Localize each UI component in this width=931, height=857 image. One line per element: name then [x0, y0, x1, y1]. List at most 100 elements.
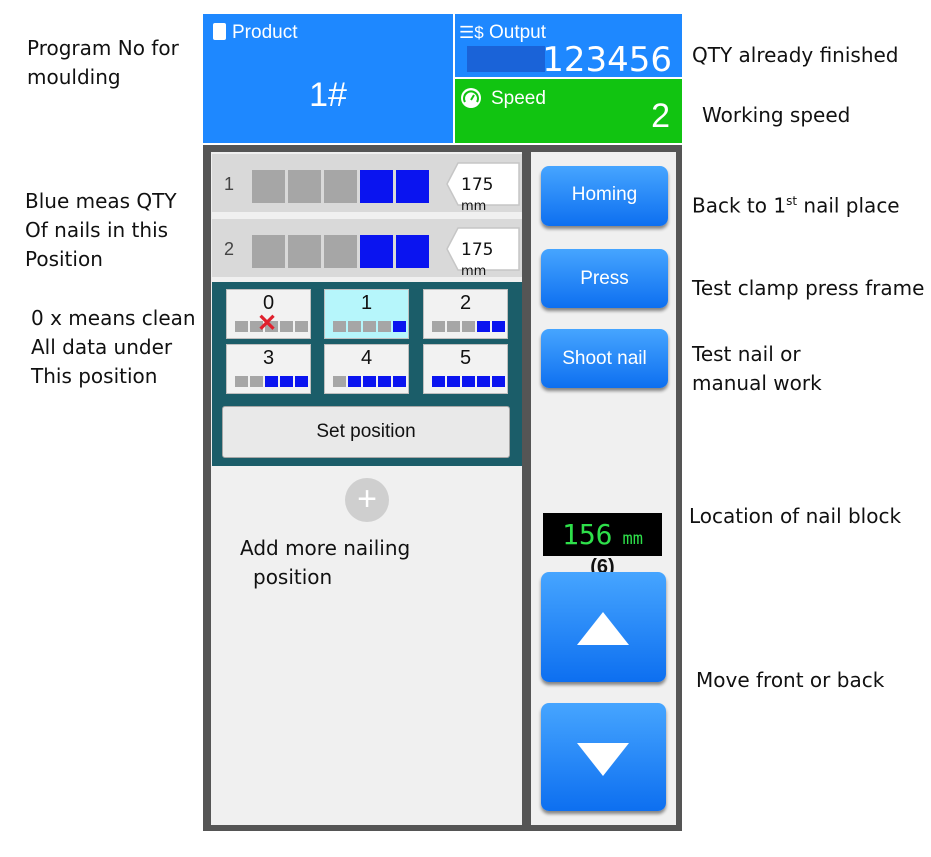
shoot-nail-button[interactable]: Shoot nail [541, 329, 668, 388]
nail-segment-active [396, 235, 429, 268]
annotation-line: moulding [27, 65, 121, 89]
press-button[interactable]: Press [541, 249, 668, 308]
mini-segment-active [477, 321, 490, 332]
product-label-text: Product [232, 22, 298, 43]
annotation-line: Of nails in this [25, 218, 169, 242]
nail-segment [324, 235, 357, 268]
homing-button[interactable]: Homing [541, 166, 668, 226]
length-tag [446, 227, 520, 271]
position-number: 2 [459, 292, 472, 314]
output-label-text: Output [488, 22, 547, 43]
row-length-unit: mm [461, 199, 487, 214]
output-bar [467, 46, 545, 72]
mini-segment [333, 376, 346, 387]
mini-segment-active [393, 321, 406, 332]
arrow-down-icon [577, 743, 629, 776]
mini-segment-active [265, 376, 278, 387]
mini-segment-active [295, 376, 308, 387]
position-button-1[interactable]: 1 [324, 289, 409, 339]
mini-segment-active [447, 376, 460, 387]
row-number: 1 [224, 174, 235, 194]
row-number: 2 [224, 239, 235, 259]
nail-row[interactable]: 2 175 mm [212, 219, 522, 280]
row-length: 175 mm [461, 240, 522, 280]
position-button-4[interactable]: 4 [324, 344, 409, 394]
position-button-3[interactable]: 3 [226, 344, 311, 394]
mini-segment [280, 321, 293, 332]
gauge-icon [461, 88, 481, 108]
position-button-0[interactable]: 0 ✕ [226, 289, 311, 339]
annotation-working-speed: Working speed [702, 103, 851, 127]
annotation-add-more: Add more nailing position [240, 534, 410, 592]
mini-segment [250, 321, 263, 332]
length-tag [446, 162, 520, 206]
mini-segment [348, 321, 361, 332]
mini-segment [378, 321, 391, 332]
annotation-line: Program No for [27, 36, 179, 60]
nail-segment [288, 235, 321, 268]
move-down-button[interactable] [541, 703, 666, 811]
move-up-button[interactable] [541, 572, 666, 682]
add-position-icon[interactable]: + [345, 478, 389, 522]
annotation-text: nail place [797, 193, 900, 218]
position-number: 1 [360, 292, 373, 314]
mini-segment-active [378, 376, 391, 387]
annotation-test-clamp: Test clamp press frame [692, 276, 925, 300]
nail-segment [252, 170, 285, 203]
mini-segment [235, 376, 248, 387]
mini-segment [462, 321, 475, 332]
annotation-test-nail: Test nail or manual work [692, 340, 822, 398]
mini-segment-active [432, 376, 445, 387]
mini-segment-active [393, 376, 406, 387]
annotation-text: Back to 1 [692, 193, 787, 218]
mini-segment [432, 321, 445, 332]
product-panel[interactable]: Product 1# [203, 14, 453, 143]
arrow-up-icon [577, 612, 629, 645]
annotation-line: 0 x means clean [31, 306, 196, 330]
row-length: 175 mm [461, 175, 522, 215]
annotation-program-no: Program No for moulding [27, 34, 179, 92]
annotation-line: manual work [692, 371, 822, 395]
annotation-blue-meaning: Blue meas QTY Of nails in this Position [25, 187, 177, 274]
annotation-location: Location of nail block [689, 504, 902, 528]
annotation-line: All data under [31, 335, 173, 359]
output-label: ☰$ Output [459, 22, 546, 44]
nail-segment-active [396, 170, 429, 203]
mini-segment-active [492, 321, 505, 332]
nail-row[interactable]: 1 175 mm [212, 154, 522, 215]
row-length-value: 175 [461, 175, 494, 195]
position-button-5[interactable]: 5 [423, 344, 508, 394]
product-number: 1# [309, 76, 347, 114]
mini-segment [295, 321, 308, 332]
annotation-line: Position [25, 247, 103, 271]
mini-segment [333, 321, 346, 332]
mini-segment-active [477, 376, 490, 387]
annotation-line: Add more nailing [240, 536, 411, 560]
row-length-value: 175 [461, 240, 494, 260]
position-button-2[interactable]: 2 [423, 289, 508, 339]
mini-segment-active [462, 376, 475, 387]
annotation-back-to-first: Back to 1st nail place [692, 187, 900, 221]
position-number: 3 [262, 347, 275, 369]
annotation-line: position [253, 565, 333, 589]
speed-panel[interactable]: Speed 2 [455, 79, 682, 143]
nail-segment [288, 170, 321, 203]
row-length-unit: mm [461, 264, 487, 279]
document-icon [213, 23, 226, 40]
position-display-unit: mm [622, 529, 644, 549]
position-number: 5 [459, 347, 472, 369]
annotation-line: Blue meas QTY [25, 189, 177, 213]
position-number: 0 [262, 292, 275, 314]
product-label: Product [213, 22, 297, 44]
annotation-move: Move front or back [696, 668, 885, 692]
annotation-zero-meaning: 0 x means clean All data under This posi… [31, 304, 196, 391]
mini-segment [447, 321, 460, 332]
set-position-button[interactable]: Set position [222, 406, 510, 458]
annotation-line: This position [31, 364, 158, 388]
mini-segment-active [492, 376, 505, 387]
mini-segment [265, 321, 278, 332]
annotation-line: Test nail or [692, 342, 801, 366]
nail-segment [252, 235, 285, 268]
position-number: 4 [360, 347, 373, 369]
